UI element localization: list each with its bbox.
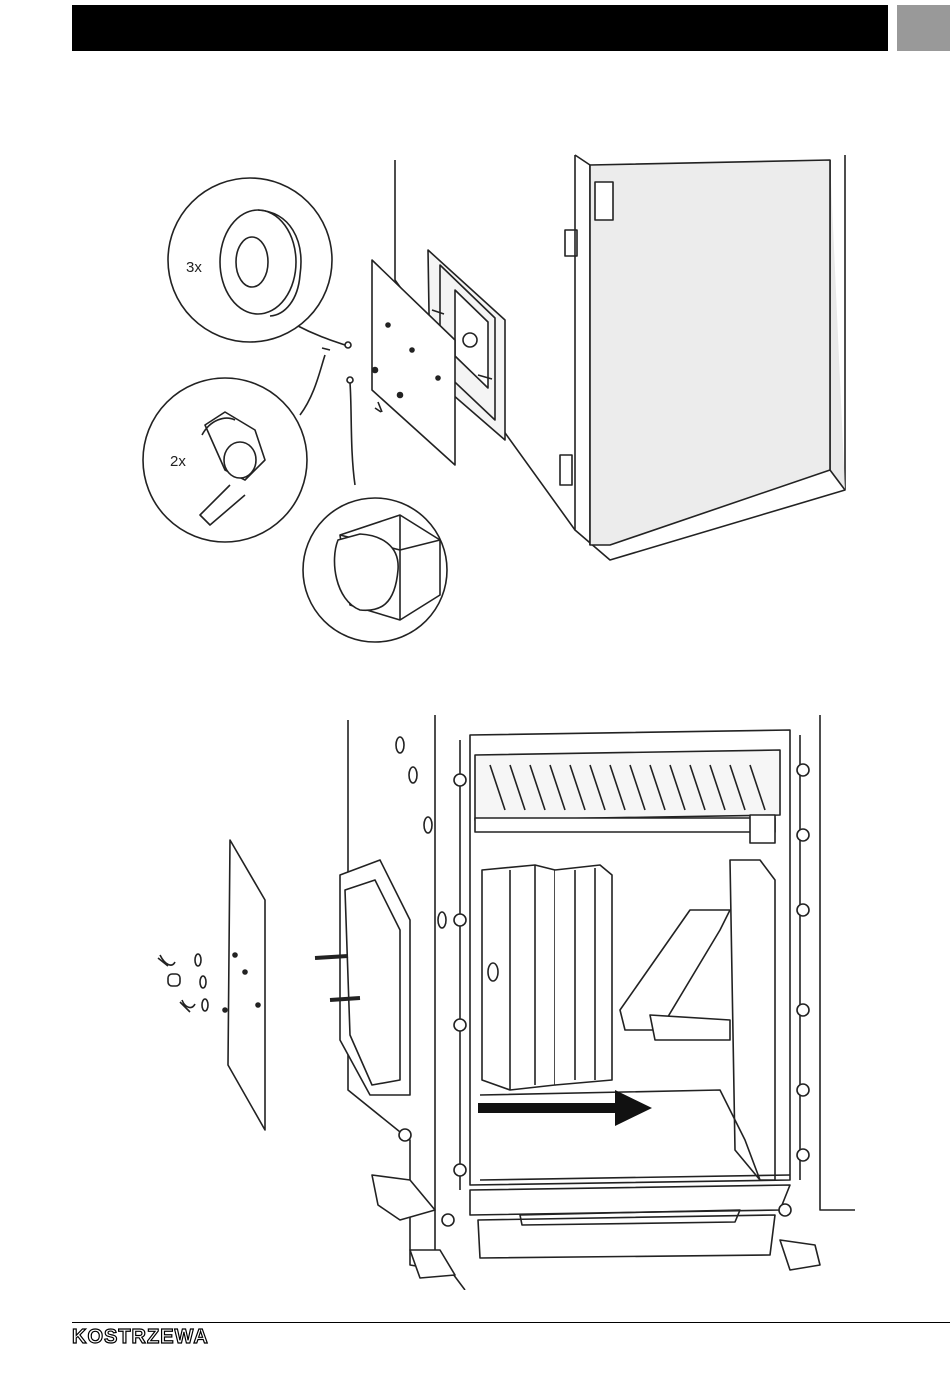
header-bar <box>72 5 888 51</box>
assembly-figure-top: 3x 2x <box>0 150 950 660</box>
washer-qty-label: 3x <box>186 259 202 276</box>
removal-arrow <box>478 1090 652 1126</box>
footer-rule <box>72 1322 950 1323</box>
brand-logo: KOSTRZEWA <box>72 1326 209 1349</box>
wing-nut-qty-label: 2x <box>170 453 186 470</box>
header-tab <box>897 5 950 51</box>
assembly-figure-bottom <box>0 710 950 1290</box>
